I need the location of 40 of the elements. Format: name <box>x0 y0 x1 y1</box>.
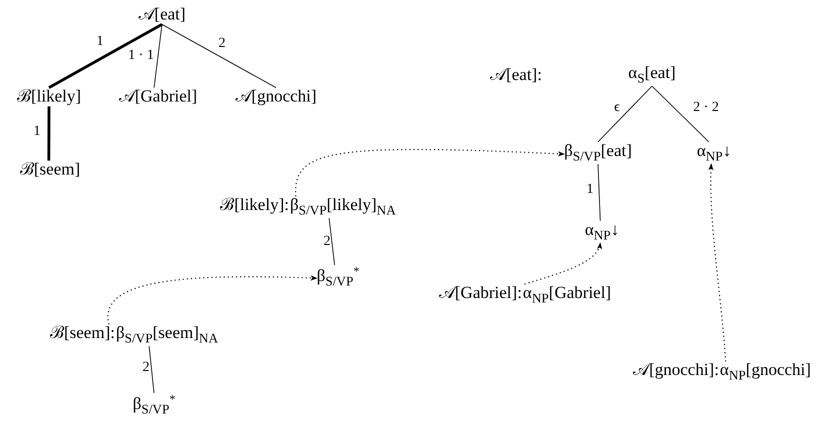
tree-heading: ℬ[seem]: <box>50 322 115 342</box>
tree-heading: 𝒜[gnocchi]: <box>633 360 719 379</box>
tree-node-label: α$_{NP}$[gnocchi] <box>720 360 811 379</box>
edge-label: ϵ <box>614 101 620 115</box>
tree-heading: ℬ[likely]: <box>220 194 289 214</box>
tree-node-label: α$_{NP}$↓ <box>584 220 620 244</box>
tree-branch <box>598 164 601 222</box>
edge-label: 2 · 2 <box>693 101 719 115</box>
dotted-arrow <box>107 275 318 324</box>
tree-branch <box>48 23 163 89</box>
tree-node-label: 𝒜[Gabriel] <box>118 88 198 106</box>
tree-node-label: β$_{S/VP}$[eat] <box>564 142 632 164</box>
tree-node-label: 𝒜[gnocchi] <box>235 88 317 106</box>
edge-label: 1 · 1 <box>128 49 154 63</box>
tree-node-label: α$_{NP}$↓ <box>696 142 732 164</box>
tree-branch <box>154 24 162 88</box>
dotted-arrow <box>524 242 602 284</box>
tree-node-label: α$_{S}$[eat] <box>628 64 676 86</box>
tree-node-label: 𝒜[eat] <box>138 6 186 24</box>
tree-node-label: ℬ[likely] <box>16 88 82 106</box>
tree-branch <box>328 218 335 266</box>
edge-label: 2 <box>142 361 150 375</box>
tree-branch <box>652 86 710 142</box>
tree-node-label: β$_{S/VP}$[seem]$_{NA}$ <box>116 322 218 342</box>
edge-label: 1 <box>34 125 40 139</box>
tree-branch <box>47 106 50 161</box>
dotted-arrow <box>708 163 726 362</box>
edge-label: 1 <box>586 183 594 197</box>
edge-label: 1 <box>96 35 104 49</box>
tree-node-label: β$_{S/VP}$[likely]$_{NA}$ <box>290 194 396 214</box>
tree-branch <box>598 86 652 142</box>
tree-branch <box>162 24 276 88</box>
tree-heading: 𝒜[eat]: <box>490 65 542 85</box>
dotted-arrow <box>295 148 565 196</box>
tree-node-label: α$_{NP}$[Gabriel] <box>522 282 612 302</box>
edge-label: 2 <box>324 235 330 249</box>
tree-heading: 𝒜[Gabriel]: <box>438 282 522 302</box>
tree-node-label: ℬ[seem] <box>20 160 80 180</box>
tree-branch <box>148 346 154 394</box>
edge-label: 2 <box>218 37 226 51</box>
